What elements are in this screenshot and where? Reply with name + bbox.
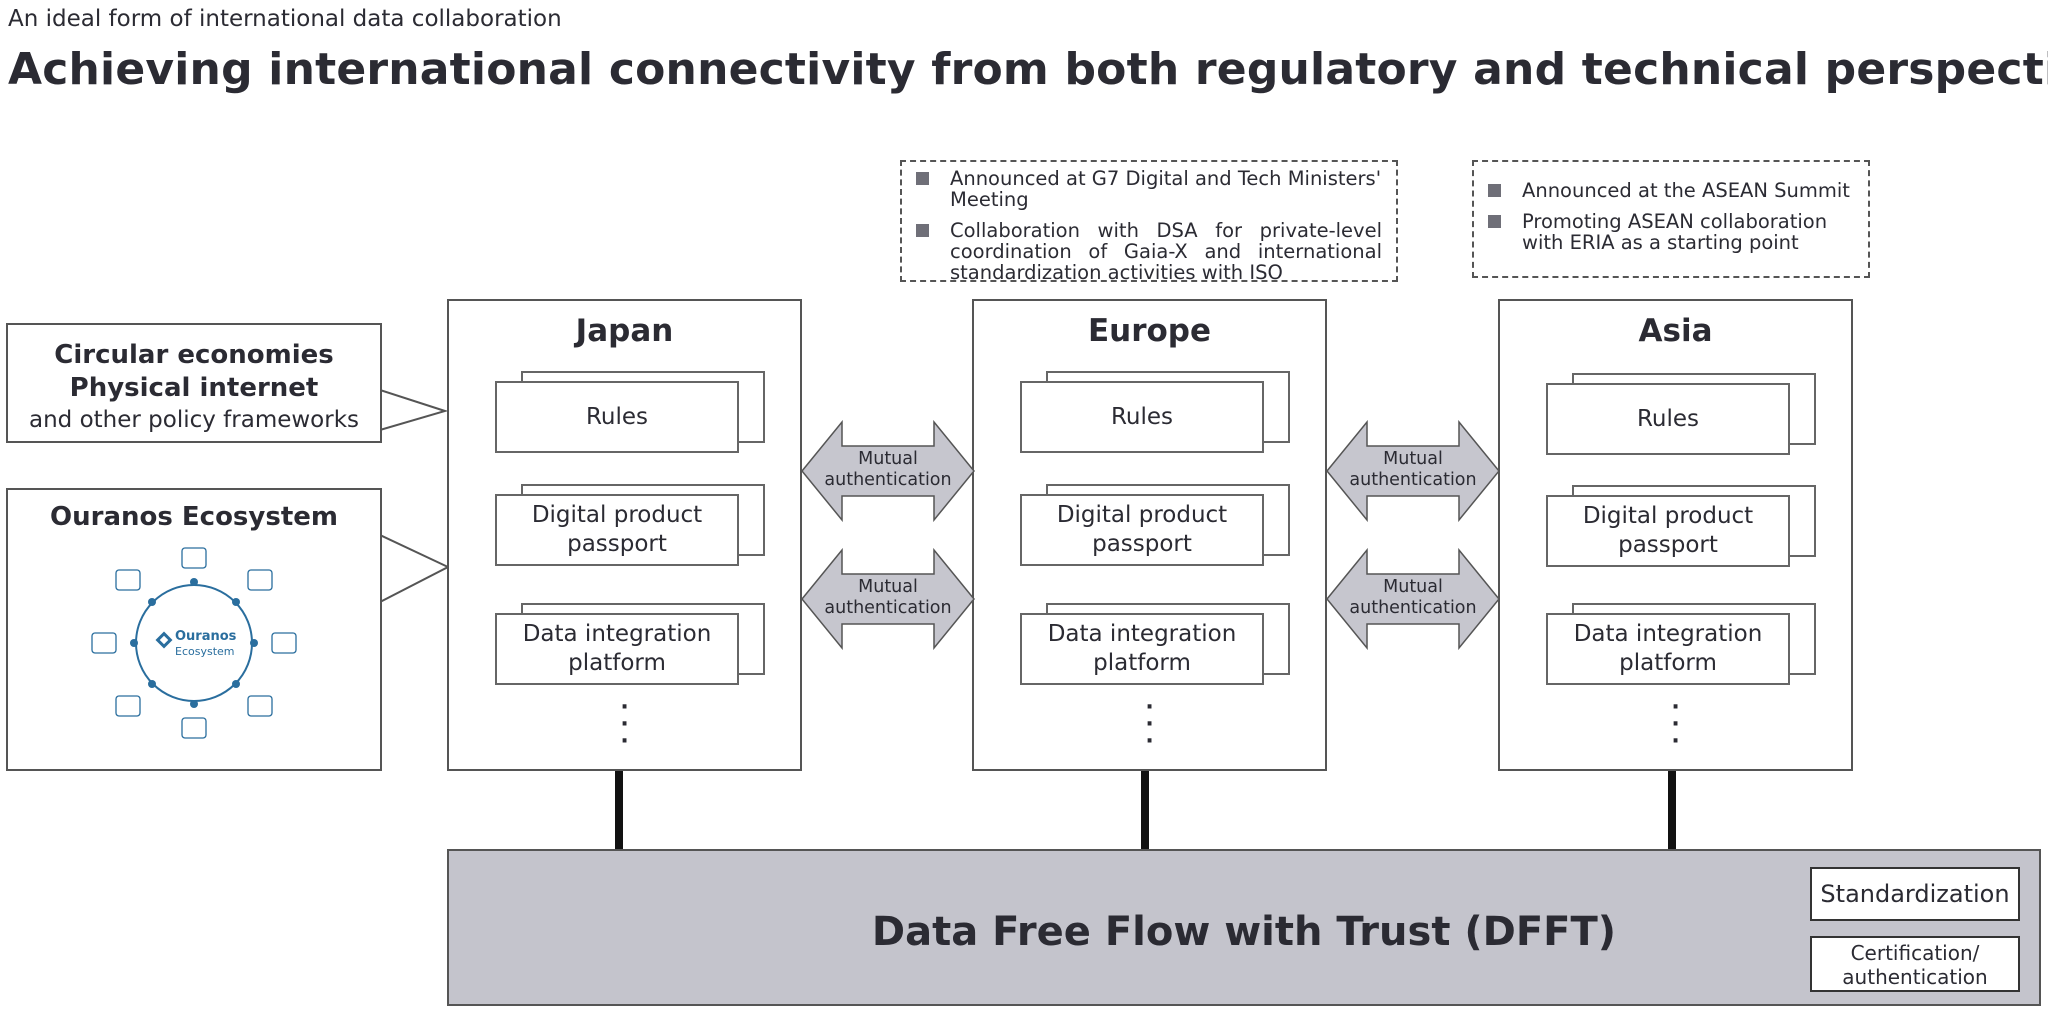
- region-name: Europe: [1087, 313, 1212, 349]
- policy-line-other: and other policy frameworks: [28, 407, 360, 433]
- europe-note-item: Collaboration with DSA for private-level…: [916, 220, 1382, 280]
- ellipsis-dots: ···: [620, 695, 629, 754]
- ouranos-callout: Ouranos Ecosystem Ouranos Ec: [6, 488, 382, 771]
- connector-europe-dfft: [1141, 771, 1149, 849]
- mutual-auth-label: Mutual authentication: [824, 449, 952, 490]
- ouranos-title: Ouranos Ecosystem: [50, 502, 338, 532]
- battery-icon: [115, 695, 141, 717]
- card-rules: Rules: [495, 371, 765, 455]
- region-japan: Japan Rules Digital product passport Dat…: [447, 299, 802, 771]
- bullet-icon: [916, 224, 929, 237]
- policy-line-circular: Circular economies: [54, 340, 334, 370]
- card-data-integration-platform: Data integration platform: [1546, 603, 1816, 687]
- ouranos-logo-mark: [155, 631, 173, 649]
- asia-note-item: Announced at the ASEAN Summit: [1488, 180, 1854, 201]
- mutual-auth-label: Mutual authentication: [1349, 577, 1477, 618]
- page-title: Achieving international connectivity fro…: [8, 44, 2048, 95]
- gear-icon: [247, 695, 273, 717]
- card-data-integration-platform: Data integration platform: [495, 603, 765, 687]
- mutual-auth-arrow-europe-asia-1: [1326, 420, 1500, 522]
- standardization-box: Standardization: [1810, 867, 2020, 921]
- card-digital-product-passport: Digital product passport: [1546, 485, 1816, 569]
- mutual-auth-arrow-japan-europe-2: [801, 548, 975, 650]
- car-icon: [181, 547, 207, 569]
- grid-icon: [181, 717, 207, 739]
- mutual-auth-arrow-japan-europe-1: [801, 420, 975, 522]
- mutual-auth-label: Mutual authentication: [824, 577, 952, 618]
- region-asia: Asia Rules Digital product passport Data…: [1498, 299, 1853, 771]
- region-europe: Europe Rules Digital product passport Da…: [972, 299, 1327, 771]
- drone-icon: [115, 569, 141, 591]
- ellipsis-dots: ···: [1145, 695, 1154, 754]
- ouranos-callout-pointer: [379, 533, 451, 604]
- policy-callout-pointer: [379, 388, 449, 432]
- recycle-icon: [271, 632, 297, 654]
- policy-callout: Circular economies Physical internet and…: [6, 323, 382, 443]
- ouranos-logo-text: Ouranos: [175, 629, 237, 644]
- bullet-icon: [1488, 215, 1501, 228]
- dfft-platform: Data Free Flow with Trust (DFFT) Standar…: [447, 849, 2041, 1006]
- page-subtitle: An ideal form of international data coll…: [8, 6, 562, 32]
- card-rules: Rules: [1546, 373, 1816, 457]
- connector-japan-dfft: [615, 771, 623, 849]
- ouranos-logo-subtext: Ecosystem: [175, 645, 235, 658]
- card-data-integration-platform: Data integration platform: [1020, 603, 1290, 687]
- region-name: Japan: [575, 313, 674, 349]
- bullet-icon: [1488, 184, 1501, 197]
- ouranos-ecosystem-logo: Ouranos Ecosystem: [91, 547, 297, 739]
- asia-note: Announced at the ASEAN Summit Promoting …: [1472, 160, 1870, 278]
- card-digital-product-passport: Digital product passport: [1020, 484, 1290, 568]
- card-rules: Rules: [1020, 371, 1290, 455]
- map-icon: [91, 632, 117, 654]
- asia-note-item: Promoting ASEAN collaboration with ERIA …: [1488, 211, 1854, 253]
- mutual-auth-arrow-europe-asia-2: [1326, 548, 1500, 650]
- mutual-auth-label: Mutual authentication: [1349, 449, 1477, 490]
- europe-note-item: Announced at G7 Digital and Tech Ministe…: [916, 168, 1382, 210]
- ellipsis-dots: ···: [1671, 695, 1680, 754]
- connector-asia-dfft: [1668, 771, 1676, 849]
- leaf-icon: [247, 569, 273, 591]
- policy-line-physical: Physical internet: [69, 373, 319, 403]
- bullet-icon: [916, 172, 929, 185]
- region-name: Asia: [1638, 313, 1713, 349]
- dfft-label: Data Free Flow with Trust (DFFT): [871, 909, 1617, 955]
- card-digital-product-passport: Digital product passport: [495, 484, 765, 568]
- certification-box: Certification/ authentication: [1810, 936, 2020, 992]
- europe-note: Announced at G7 Digital and Tech Ministe…: [900, 160, 1398, 282]
